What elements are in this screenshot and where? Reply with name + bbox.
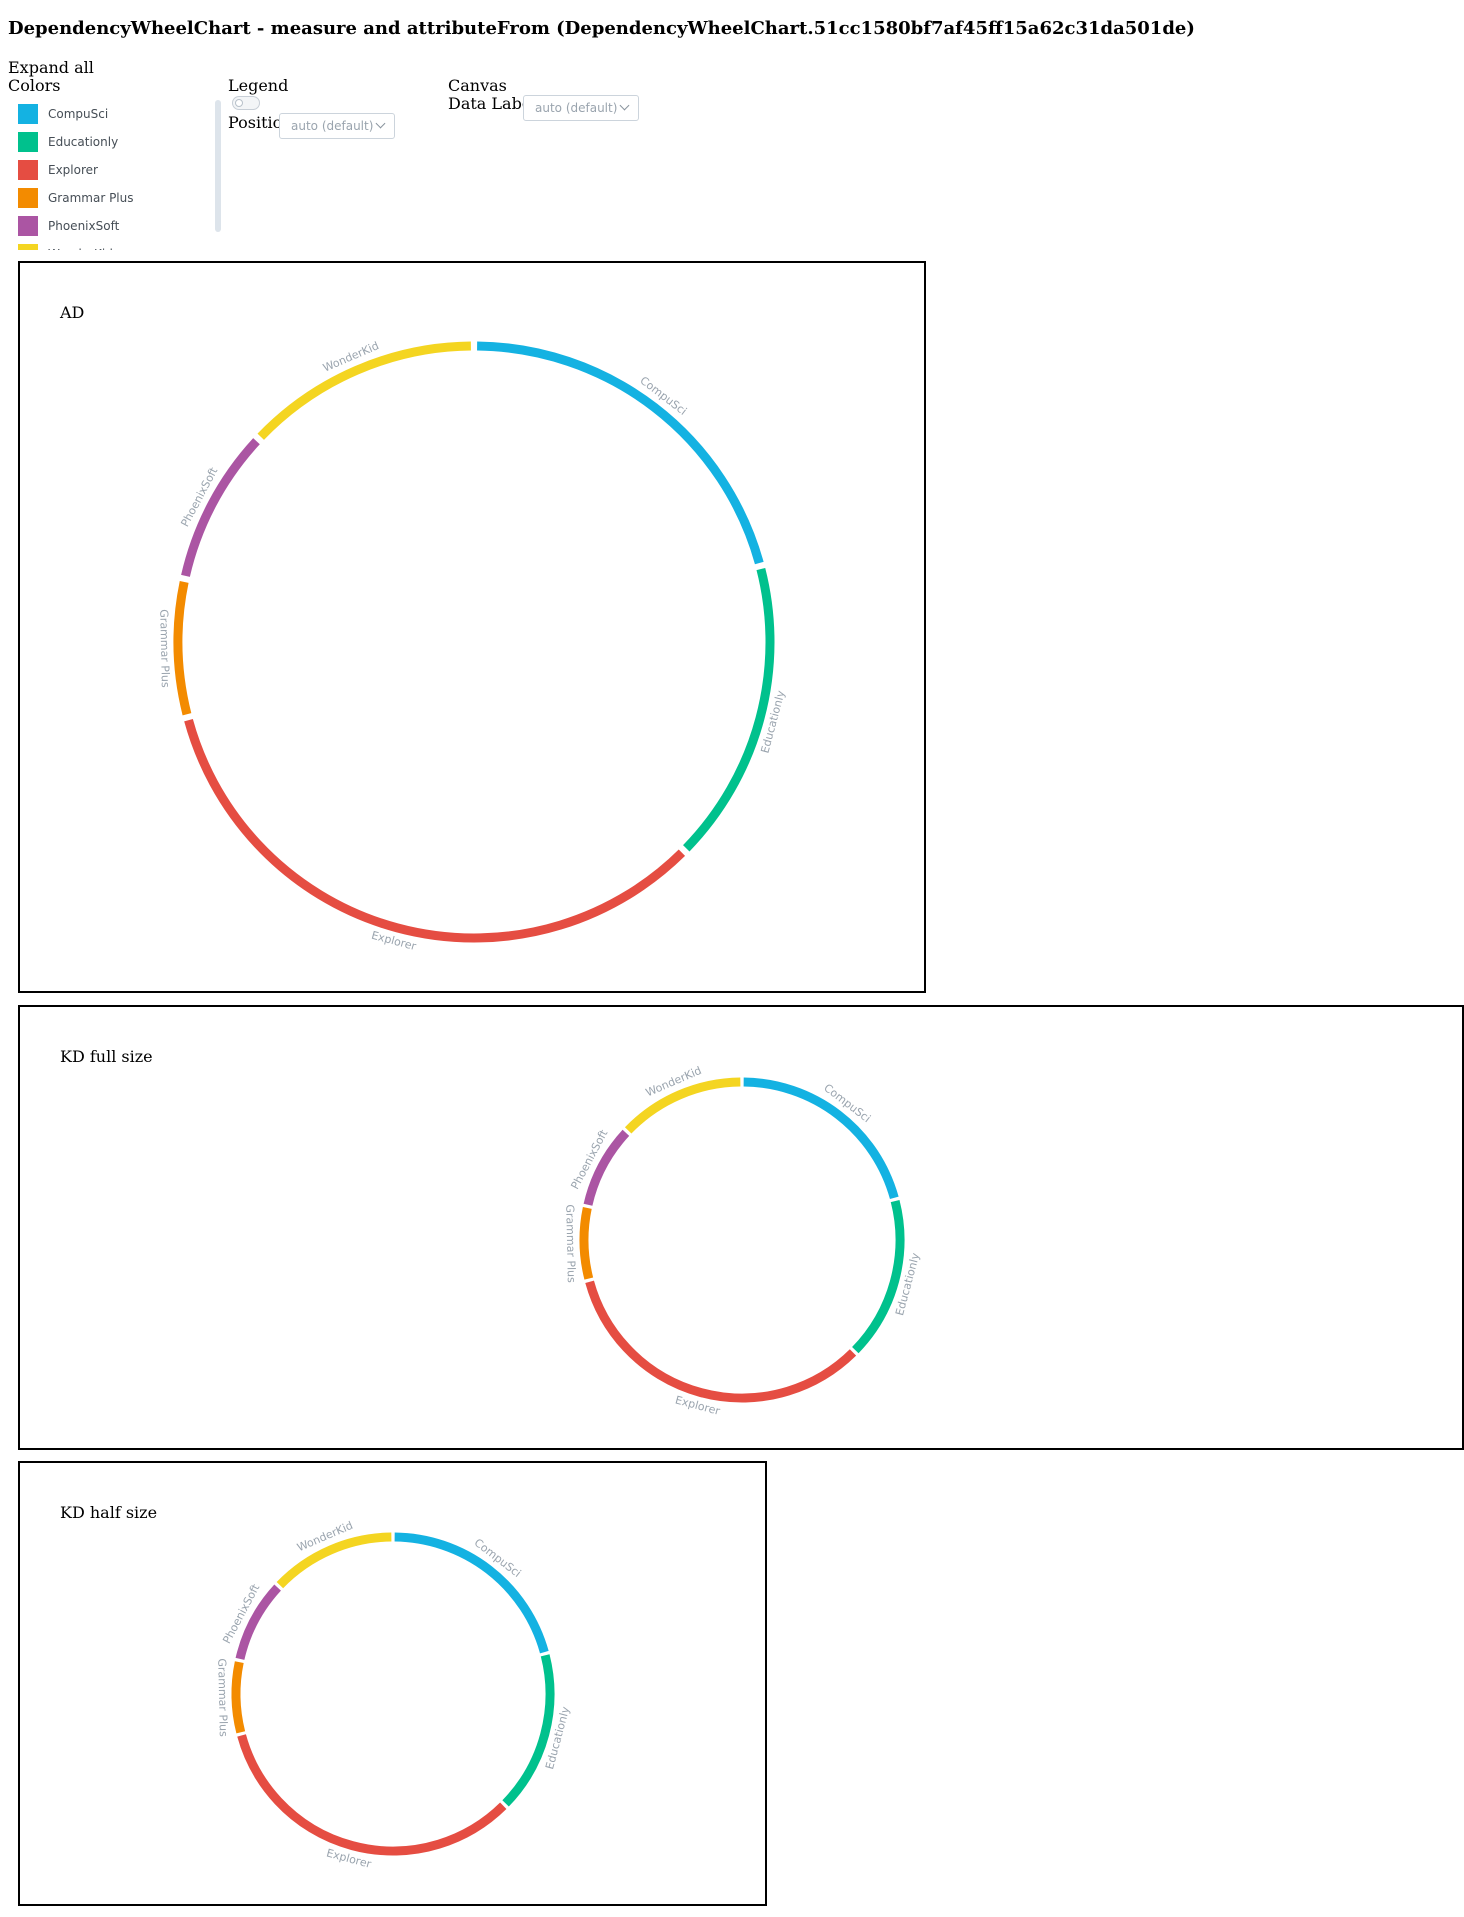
colors-section-label: Colors — [8, 76, 61, 95]
wheel-node-arc[interactable] — [579, 1207, 594, 1280]
page-title: DependencyWheelChart - measure and attri… — [8, 18, 1195, 39]
data-label: Grammar Plus — [215, 1658, 230, 1737]
chart-title: KD half size — [60, 1503, 158, 1522]
chevron-down-icon — [619, 100, 630, 111]
wheel-node-arc[interactable] — [181, 438, 260, 577]
wheel-node-arc[interactable] — [585, 1280, 857, 1403]
color-item[interactable]: CompuSci — [8, 100, 218, 128]
legend-toggle[interactable] — [232, 96, 260, 110]
color-item-label: CompuSci — [48, 107, 109, 121]
color-item[interactable]: Grammar Plus — [8, 184, 218, 212]
color-item-label: PhoenixSoft — [48, 219, 120, 233]
color-item[interactable]: PhoenixSoft — [8, 212, 218, 240]
canvas-section-label: Canvas — [448, 76, 507, 95]
wheel-node-arc[interactable] — [624, 1077, 741, 1134]
wheel-node-arc[interactable] — [276, 1532, 392, 1589]
toggle-knob — [235, 99, 243, 107]
position-label: Position — [228, 113, 293, 132]
color-item[interactable]: Educationly — [8, 128, 218, 156]
color-swatch[interactable] — [18, 132, 38, 152]
wheel-node-arc[interactable] — [237, 1734, 507, 1856]
chevron-down-icon — [375, 118, 386, 129]
wheel-node-arc[interactable] — [235, 1584, 281, 1660]
chart-title: AD — [60, 303, 85, 322]
color-item[interactable]: WonderKid — [8, 240, 218, 250]
color-swatch[interactable] — [18, 244, 38, 250]
color-item-label: Educationly — [48, 135, 119, 149]
color-swatch[interactable] — [18, 188, 38, 208]
expand-all-link[interactable]: Expand all — [8, 58, 94, 77]
colors-scrollbar[interactable] — [215, 100, 221, 232]
color-swatch[interactable] — [18, 160, 38, 180]
color-item-label: Explorer — [48, 163, 98, 177]
position-dropdown-value: auto (default) — [291, 119, 374, 133]
color-item-label: WonderKid — [48, 247, 113, 250]
wheel-node-arc[interactable] — [583, 1129, 630, 1206]
data-label: Grammar Plus — [563, 1204, 578, 1283]
wheel-node-arc[interactable] — [477, 341, 764, 565]
color-item[interactable]: Explorer — [8, 156, 218, 184]
data-labels-dropdown-value: auto (default) — [535, 101, 618, 115]
color-swatch[interactable] — [18, 104, 38, 124]
wheel-node-arc[interactable] — [184, 719, 686, 943]
wheel-node-arc[interactable] — [743, 1077, 899, 1200]
chart-title: KD full size — [60, 1047, 153, 1066]
position-dropdown[interactable]: auto (default) — [279, 113, 395, 139]
data-labels-dropdown[interactable]: auto (default) — [523, 95, 639, 121]
legend-section-label: Legend — [228, 76, 289, 95]
wheel-node-arc[interactable] — [173, 581, 192, 716]
wheel-node-arc[interactable] — [502, 1654, 555, 1807]
color-item-label: Grammar Plus — [48, 191, 134, 205]
wheel-node-arc[interactable] — [394, 1532, 549, 1654]
wheel-node-arc[interactable] — [852, 1199, 905, 1354]
wheel-node-arc[interactable] — [683, 567, 775, 852]
data-label: Grammar Plus — [157, 609, 172, 688]
wheel-node-arc[interactable] — [231, 1661, 246, 1734]
wheel-node-arc[interactable] — [257, 341, 471, 440]
color-swatch[interactable] — [18, 216, 38, 236]
data-labels-label: Data Labels — [448, 94, 545, 113]
